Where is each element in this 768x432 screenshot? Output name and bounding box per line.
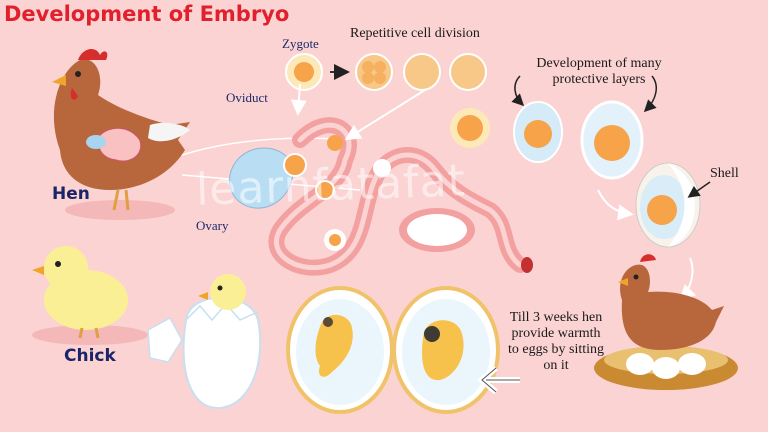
- hatching-egg: [147, 274, 262, 410]
- label-zygote: Zygote: [282, 36, 319, 51]
- label-oviduct: Oviduct: [226, 90, 268, 105]
- chick-illustration: [32, 246, 148, 345]
- page-title: Development of Embryo: [4, 2, 290, 26]
- label-warmth: Till 3 weeks hen provide warmth to eggs …: [494, 310, 618, 374]
- cell-division-sequence: [285, 53, 487, 141]
- label-warmth-line1: Till 3 weeks hen: [509, 310, 603, 325]
- label-protective-layers: Development of many protective layers: [524, 56, 674, 88]
- reproductive-system: [181, 117, 533, 276]
- label-hen: Hen: [52, 184, 90, 204]
- hen-illustration: [52, 48, 190, 220]
- developing-eggs: [450, 75, 711, 301]
- watermark: learnfatafat: [195, 155, 467, 216]
- label-ovary: Ovary: [196, 218, 229, 233]
- embryo-eggs: [286, 286, 520, 414]
- label-protective-layers-line1: Development of many: [536, 56, 662, 71]
- brooding-hen: [594, 254, 738, 390]
- label-shell: Shell: [710, 166, 739, 181]
- label-protective-layers-line2: protective layers: [552, 72, 646, 87]
- label-warmth-line3: to eggs by sitting: [507, 342, 605, 357]
- label-chick: Chick: [64, 346, 116, 366]
- label-cell-division: Repetitive cell division: [350, 26, 480, 41]
- label-warmth-line4: on it: [543, 358, 569, 373]
- label-warmth-line2: provide warmth: [511, 326, 601, 341]
